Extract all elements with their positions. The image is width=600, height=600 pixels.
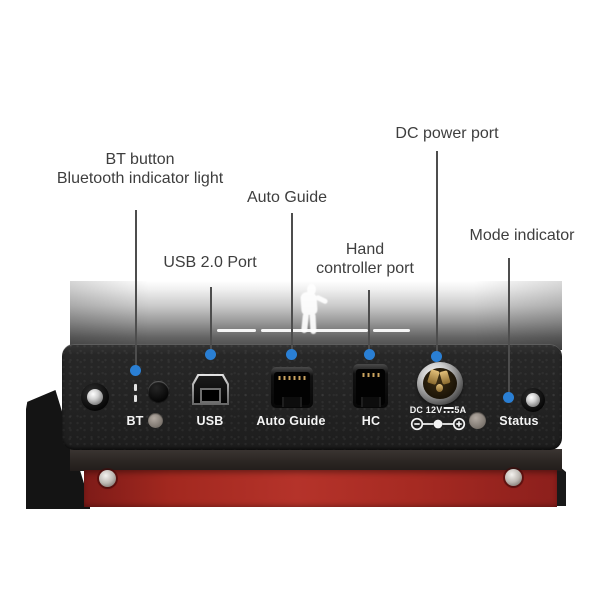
device-bottom-bevel: [70, 449, 562, 471]
leader-line-hc: [368, 290, 370, 350]
dc-symbol-icon: [443, 406, 454, 414]
callout-dot-autoguide: [286, 349, 297, 360]
callout-bt-line2: Bluetooth indicator light: [56, 170, 224, 187]
callout-mode-line1: Mode indicator: [469, 227, 575, 244]
status-label: Status: [499, 414, 539, 428]
bluetooth-indicator-mark: [134, 395, 137, 402]
screw: [526, 393, 540, 407]
callout-usb-line1: USB 2.0 Port: [163, 254, 257, 271]
bt-button: [148, 381, 169, 402]
usb-port: [192, 374, 229, 405]
bluetooth-led: [148, 413, 163, 428]
reflection-dash: [217, 329, 256, 332]
callout-hand-controller: Hand controller port: [316, 240, 414, 278]
reflection-dash: [373, 329, 410, 332]
callout-dot-mode: [503, 392, 514, 403]
callout-dc-line1: DC power port: [395, 125, 499, 142]
device-top-surface: [70, 281, 562, 350]
hand-controller-port: [353, 364, 388, 408]
bluetooth-indicator-mark: [134, 384, 137, 391]
mode-indicator-led: [469, 412, 486, 429]
autoguide-port-label: Auto Guide: [256, 414, 326, 428]
callout-dot-usb: [205, 349, 216, 360]
callout-autoguide: Auto Guide: [247, 188, 327, 207]
leader-line-dc: [436, 151, 438, 352]
callout-bt: BT button Bluetooth indicator light: [57, 150, 223, 188]
usb-port-label: USB: [196, 414, 224, 428]
dc-power-port: [417, 362, 463, 405]
polarity-diagram-icon: [410, 417, 466, 431]
leader-line-usb: [210, 287, 212, 350]
screw: [505, 469, 522, 486]
screw: [87, 389, 103, 405]
autoguide-port: [271, 367, 313, 408]
callout-dot-bt: [130, 365, 141, 376]
leader-line-autoguide: [291, 213, 293, 350]
callout-dot-dc: [431, 351, 442, 362]
callout-mode: Mode indicator: [470, 226, 575, 245]
callout-dot-hc: [364, 349, 375, 360]
callout-dc-power: DC power port: [395, 124, 498, 143]
callout-bt-line1: BT button: [105, 151, 175, 168]
leader-line-bt: [135, 210, 137, 366]
callout-usb: USB 2.0 Port: [163, 253, 256, 272]
callout-hc-line2: controller port: [316, 260, 414, 277]
device-red-body: [84, 470, 557, 507]
callout-hc-line1: Hand: [345, 241, 385, 258]
callout-autoguide-line1: Auto Guide: [246, 189, 328, 206]
person-silhouette-icon: [293, 284, 335, 335]
bt-port-label: BT: [126, 414, 144, 428]
hc-port-label: HC: [361, 414, 381, 428]
screw: [99, 470, 116, 487]
leader-line-mode: [508, 258, 510, 393]
